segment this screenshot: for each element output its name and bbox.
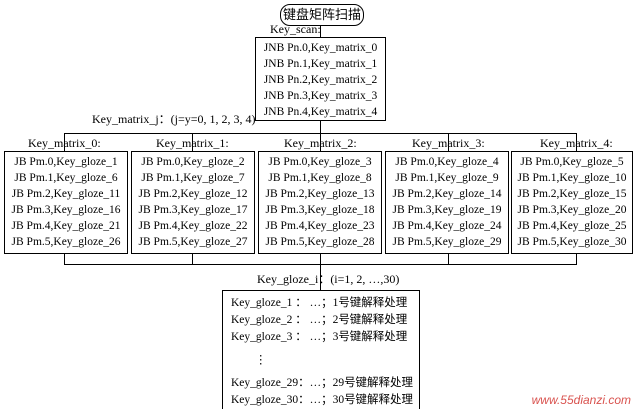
gloze-general-label: Key_gloze_i：(i=1, 2, …,30)	[257, 272, 400, 286]
connector-scan-down	[320, 121, 321, 133]
connector-matrix-0-bottom	[64, 254, 65, 264]
connector-matrix-3-top	[448, 133, 449, 151]
matrix-box-3: JB Pm.0,Key_gloze_4 JB Pm.1,Key_gloze_9 …	[385, 151, 509, 254]
matrix-line: JB Pm.2,Key_gloze_14	[392, 188, 502, 200]
gloze-line: Key_gloze_29：…；29号键解释处理	[231, 377, 414, 389]
matrix-line: JB Pm.0,Key_gloze_2	[141, 156, 245, 168]
matrix-line: JB Pm.1,Key_gloze_6	[14, 172, 118, 184]
matrix-line: JB Pm.3,Key_gloze_17	[138, 204, 248, 216]
matrix-label-4: Key_matrix_4:	[540, 136, 613, 150]
matrix-line: JB Pm.2,Key_gloze_12	[138, 188, 248, 200]
connector-matrix-0-top	[64, 133, 65, 151]
matrix-line: JB Pm.0,Key_gloze_4	[395, 156, 499, 168]
gloze-box: Key_gloze_1 ： …；1号键解释处理 Key_gloze_2 ： …；…	[222, 290, 420, 409]
diagram-title: 键盘矩阵扫描	[280, 4, 364, 26]
matrix-general-label: Key_matrix_j：(j=y=0, 1, 2, 3, 4)	[92, 112, 256, 126]
matrix-line: JB Pm.5,Key_gloze_28	[265, 236, 375, 248]
diagram-title-text: 键盘矩阵扫描	[282, 7, 361, 22]
matrix-line: JB Pm.3,Key_gloze_18	[265, 204, 375, 216]
matrix-line: JB Pm.2,Key_gloze_15	[517, 188, 627, 200]
matrix-box-2: JB Pm.0,Key_gloze_3 JB Pm.1,Key_gloze_8 …	[258, 151, 382, 254]
matrix-label-3: Key_matrix_3:	[412, 136, 485, 150]
scan-line: JNB Pn.4,Key_matrix_4	[263, 106, 378, 118]
gloze-line: Key_gloze_30：…；30号键解释处理	[231, 394, 414, 406]
connector-matrix-4-top	[576, 133, 577, 151]
matrix-line: JB Pm.3,Key_gloze_20	[517, 204, 627, 216]
scan-line: JNB Pn.0,Key_matrix_0	[263, 42, 378, 54]
matrix-line: JB Pm.5,Key_gloze_26	[11, 236, 121, 248]
matrix-line: JB Pm.0,Key_gloze_3	[268, 156, 372, 168]
matrix-label-2: Key_matrix_2:	[284, 136, 357, 150]
gloze-ellipsis: ⋮	[255, 354, 267, 366]
matrix-label-1: Key_matrix_1:	[156, 136, 229, 150]
matrix-line: JB Pm.4,Key_gloze_24	[392, 220, 502, 232]
matrix-line: JB Pm.4,Key_gloze_23	[265, 220, 375, 232]
matrix-box-1: JB Pm.0,Key_gloze_2 JB Pm.1,Key_gloze_7 …	[131, 151, 255, 254]
matrix-box-4: JB Pm.0,Key_gloze_5 JB Pm.1,Key_gloze_10…	[511, 151, 633, 254]
matrix-line: JB Pm.1,Key_gloze_7	[141, 172, 245, 184]
matrix-line: JB Pm.0,Key_gloze_5	[520, 156, 624, 168]
scan-line: JNB Pn.2,Key_matrix_2	[263, 74, 378, 86]
matrix-line: JB Pm.4,Key_gloze_21	[11, 220, 121, 232]
connector-matrix-4-bottom	[576, 254, 577, 264]
matrix-line: JB Pm.5,Key_gloze_29	[392, 236, 502, 248]
connector-matrix-2-bottom	[320, 254, 321, 264]
gloze-line: Key_gloze_1 ： …；1号键解释处理	[231, 297, 408, 309]
matrix-line: JB Pm.1,Key_gloze_8	[268, 172, 372, 184]
connector-matrix-1-bottom	[192, 254, 193, 264]
matrix-label-0: Key_matrix_0:	[28, 136, 101, 150]
matrix-line: JB Pm.1,Key_gloze_10	[517, 172, 627, 184]
connector-title-scan	[320, 26, 321, 38]
scan-label: Key_scan:	[270, 22, 321, 36]
gloze-line: Key_gloze_3 ： …；3号键解释处理	[231, 331, 408, 343]
scan-line: JNB Pn.1,Key_matrix_1	[263, 58, 378, 70]
matrix-line: JB Pm.3,Key_gloze_16	[11, 204, 121, 216]
matrix-line: JB Pm.4,Key_gloze_22	[138, 220, 248, 232]
matrix-line: JB Pm.3,Key_gloze_19	[392, 204, 502, 216]
gloze-line: Key_gloze_2 ： …；2号键解释处理	[231, 314, 408, 326]
scan-box: JNB Pn.0,Key_matrix_0 JNB Pn.1,Key_matri…	[255, 37, 386, 121]
matrix-line: JB Pm.2,Key_gloze_13	[265, 188, 375, 200]
watermark: www.55dianzi.com	[531, 393, 631, 407]
connector-matrix-2-top	[320, 133, 321, 151]
connector-matrix-1-top	[192, 133, 193, 151]
matrix-line: JB Pm.0,Key_gloze_1	[14, 156, 118, 168]
matrix-line: JB Pm.5,Key_gloze_27	[138, 236, 248, 248]
connector-gloze-down	[320, 264, 321, 290]
matrix-line: JB Pm.2,Key_gloze_11	[11, 188, 121, 200]
matrix-line: JB Pm.1,Key_gloze_9	[395, 172, 499, 184]
matrix-box-0: JB Pm.0,Key_gloze_1 JB Pm.1,Key_gloze_6 …	[4, 151, 128, 254]
matrix-line: JB Pm.4,Key_gloze_25	[517, 220, 627, 232]
scan-line: JNB Pn.3,Key_matrix_3	[263, 90, 378, 102]
matrix-line: JB Pm.5,Key_gloze_30	[517, 236, 627, 248]
connector-matrix-3-bottom	[448, 254, 449, 264]
